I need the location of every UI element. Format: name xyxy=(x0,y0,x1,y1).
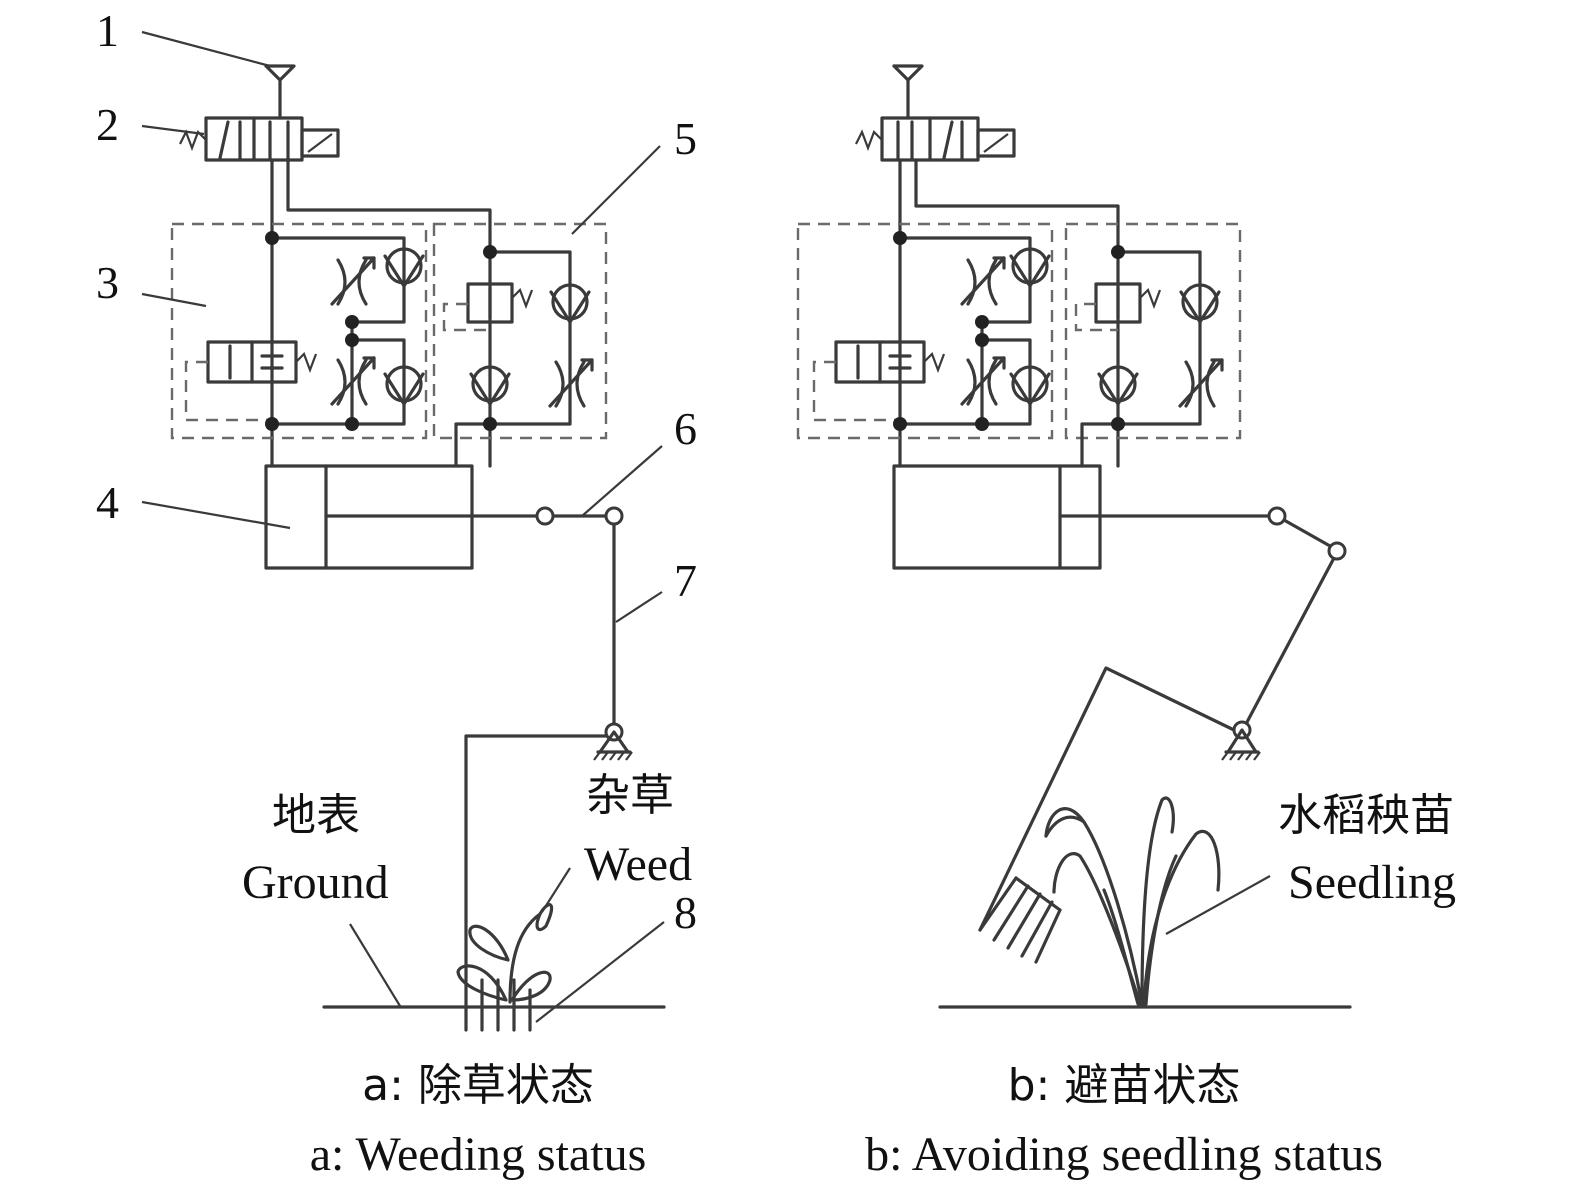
weed-plant xyxy=(456,903,554,1004)
part-number-8: 8 xyxy=(674,887,697,938)
part-number-1: 1 xyxy=(96,5,119,56)
panel-b: 水稻秧苗 Seedling b: 避苗状态 b: Avoiding seedli… xyxy=(796,64,1456,1181)
part-number-6: 6 xyxy=(674,403,697,454)
cylinder xyxy=(264,464,540,570)
label-weed-cn: 杂草 xyxy=(586,770,674,821)
part-number-4: 4 xyxy=(96,477,119,528)
part-number-7: 7 xyxy=(674,555,697,606)
part-number-5: 5 xyxy=(674,113,697,164)
label-ground-en: Ground xyxy=(242,856,389,909)
caption-b-en: b: Avoiding seedling status xyxy=(865,1128,1383,1181)
label-seedling-cn: 水稻秧苗 xyxy=(1278,790,1454,841)
panel-a: 1 2 3 4 5 6 7 8 地表 Ground 杂草 Weed a: 除草状… xyxy=(96,5,697,1181)
caption-b-cn: b: 避苗状态 xyxy=(1008,1060,1241,1111)
air-source-symbol xyxy=(264,64,296,120)
label-weed-en: Weed xyxy=(584,838,692,891)
label-ground-cn: 地表 xyxy=(272,790,360,841)
solenoid-valve xyxy=(179,116,340,162)
part-number-3: 3 xyxy=(96,257,119,308)
label-seedling-en: Seedling xyxy=(1288,856,1456,909)
caption-a-cn: a: 除草状态 xyxy=(362,1060,594,1111)
caption-a-en: a: Weeding status xyxy=(310,1128,647,1181)
part-number-2: 2 xyxy=(96,99,119,150)
seedling-plant xyxy=(1044,796,1221,1006)
